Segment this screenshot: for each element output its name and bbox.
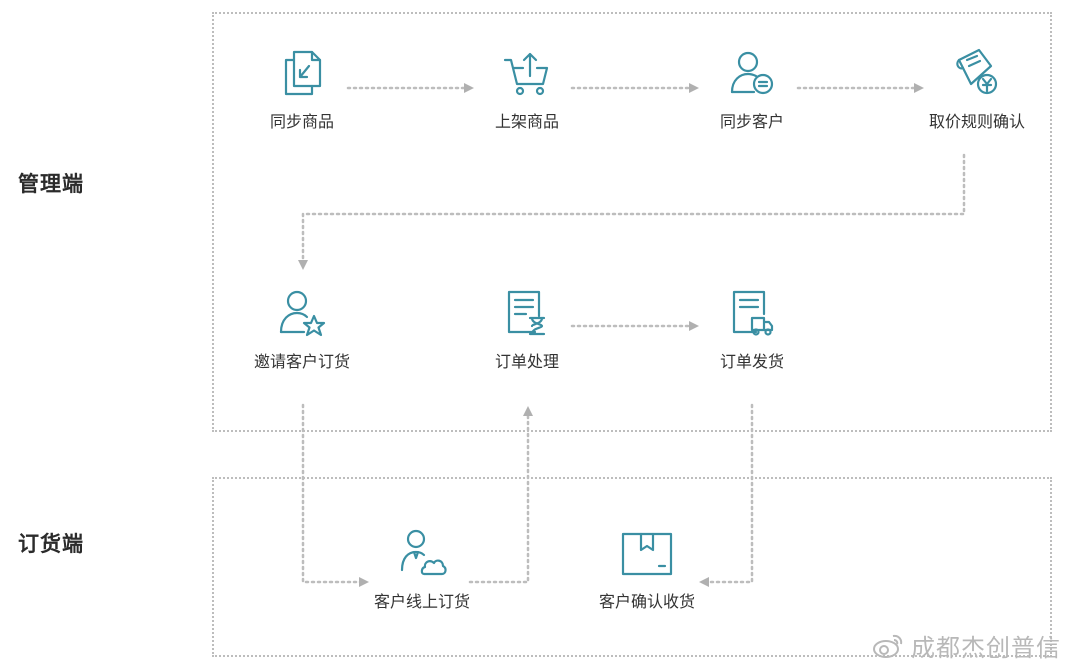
node-label: 邀请客户订货 xyxy=(253,352,350,371)
node-sync-customers: 同步客户 xyxy=(677,46,827,132)
arrow-shipping-to-receipt xyxy=(699,403,754,587)
node-customer-online-order: 客户线上订货 xyxy=(347,526,497,612)
arrow-pricing-to-invite xyxy=(298,153,966,270)
node-label: 订单处理 xyxy=(494,352,559,371)
shopping-cart-upload-icon xyxy=(503,52,549,96)
admin-section-label: 管理端 xyxy=(18,172,84,196)
node-label: 订单发货 xyxy=(719,352,784,371)
watermark-text: 成都杰创普信 xyxy=(911,634,1061,662)
node-label: 客户确认收货 xyxy=(598,592,695,611)
node-label: 上架商品 xyxy=(494,112,559,131)
node-sync-products: 同步商品 xyxy=(227,46,377,132)
node-label: 同步客户 xyxy=(719,112,784,131)
copy-document-icon xyxy=(284,50,322,96)
node-order-shipping: 订单发货 xyxy=(677,286,827,372)
watermark: 成都杰创普信 xyxy=(871,628,1061,663)
order-section-label: 订货端 xyxy=(18,532,84,556)
node-order-processing: 订单处理 xyxy=(452,286,602,372)
document-truck-icon xyxy=(732,290,774,336)
user-cloud-icon xyxy=(400,529,447,576)
node-invite-customers: 邀请客户订货 xyxy=(227,286,377,372)
user-sync-icon xyxy=(730,51,774,95)
order-section-box xyxy=(212,477,1052,657)
price-scroll-yen-icon xyxy=(956,48,998,95)
arrow-online-order-to-processing xyxy=(468,406,533,584)
arrow-invite-to-online-order xyxy=(301,403,369,587)
weibo-icon xyxy=(873,634,903,658)
admin-section-box xyxy=(212,12,1052,432)
node-label: 同步商品 xyxy=(269,112,334,131)
node-label: 客户线上订货 xyxy=(373,592,470,611)
package-box-icon xyxy=(621,532,673,576)
document-hourglass-icon xyxy=(507,290,546,336)
node-customer-confirm-receipt: 客户确认收货 xyxy=(572,526,722,612)
user-star-icon xyxy=(279,290,326,337)
node-pricing-rules: 取价规则确认 xyxy=(902,46,1052,132)
node-list-products: 上架商品 xyxy=(452,46,602,132)
node-label: 取价规则确认 xyxy=(928,112,1025,131)
